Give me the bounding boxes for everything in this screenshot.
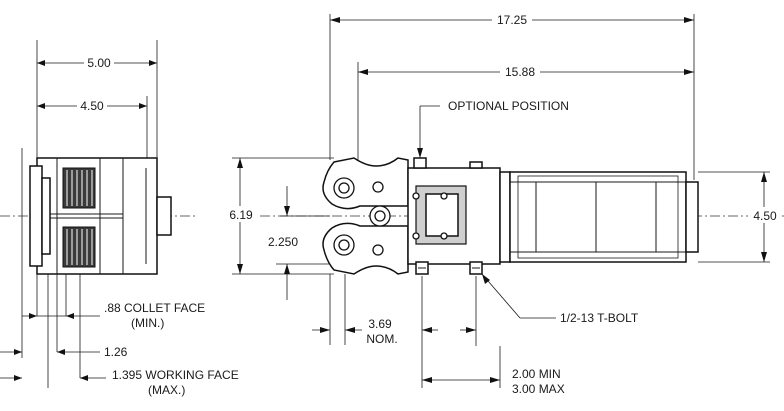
dim-jaw-offset: 2.250 xyxy=(268,235,298,249)
label-working-face: 1.395 WORKING FACE xyxy=(112,368,239,382)
end-view-body xyxy=(36,157,158,275)
dim-height-left: 6.19 xyxy=(229,208,253,222)
dim-stroke-min: 2.00 MIN xyxy=(512,367,561,381)
dim-nom: 3.69 xyxy=(368,317,392,331)
end-view: 5.00 4.50 .88 COLLET FACE (MIN.) 1.26 1. xyxy=(0,40,239,397)
dim-stroke-max: 3.00 MAX xyxy=(512,382,565,396)
callout-optional-position: OPTIONAL POSITION xyxy=(448,99,569,113)
collar xyxy=(499,171,511,263)
label-mid-dimension: 1.26 xyxy=(104,345,128,359)
dim-nom-label: NOM. xyxy=(366,332,397,346)
label-collet-face: .88 COLLET FACE xyxy=(104,301,205,315)
cylinder-body xyxy=(509,171,687,263)
dim-overall-length: 17.25 xyxy=(497,13,527,27)
callout-t-bolt: 1/2-13 T-BOLT xyxy=(560,311,639,325)
side-view: 17.25 15.88 OPTIONAL POSITION 6.19 2.250 xyxy=(224,11,784,396)
label-working-face-max: (MAX.) xyxy=(148,383,185,397)
dim-width-inner: 4.50 xyxy=(80,99,104,113)
end-view-nub xyxy=(156,196,172,236)
optional-position-nub xyxy=(413,157,427,169)
lower-coil-block xyxy=(62,226,96,268)
dim-width-outer: 5.00 xyxy=(87,56,111,70)
dim-height-right: 4.50 xyxy=(753,209,777,223)
dim-body-length: 15.88 xyxy=(505,65,535,79)
end-view-flange xyxy=(29,165,43,267)
label-collet-face-min: (MIN.) xyxy=(131,316,164,330)
upper-coil-block xyxy=(62,167,96,209)
end-cap xyxy=(685,181,699,253)
